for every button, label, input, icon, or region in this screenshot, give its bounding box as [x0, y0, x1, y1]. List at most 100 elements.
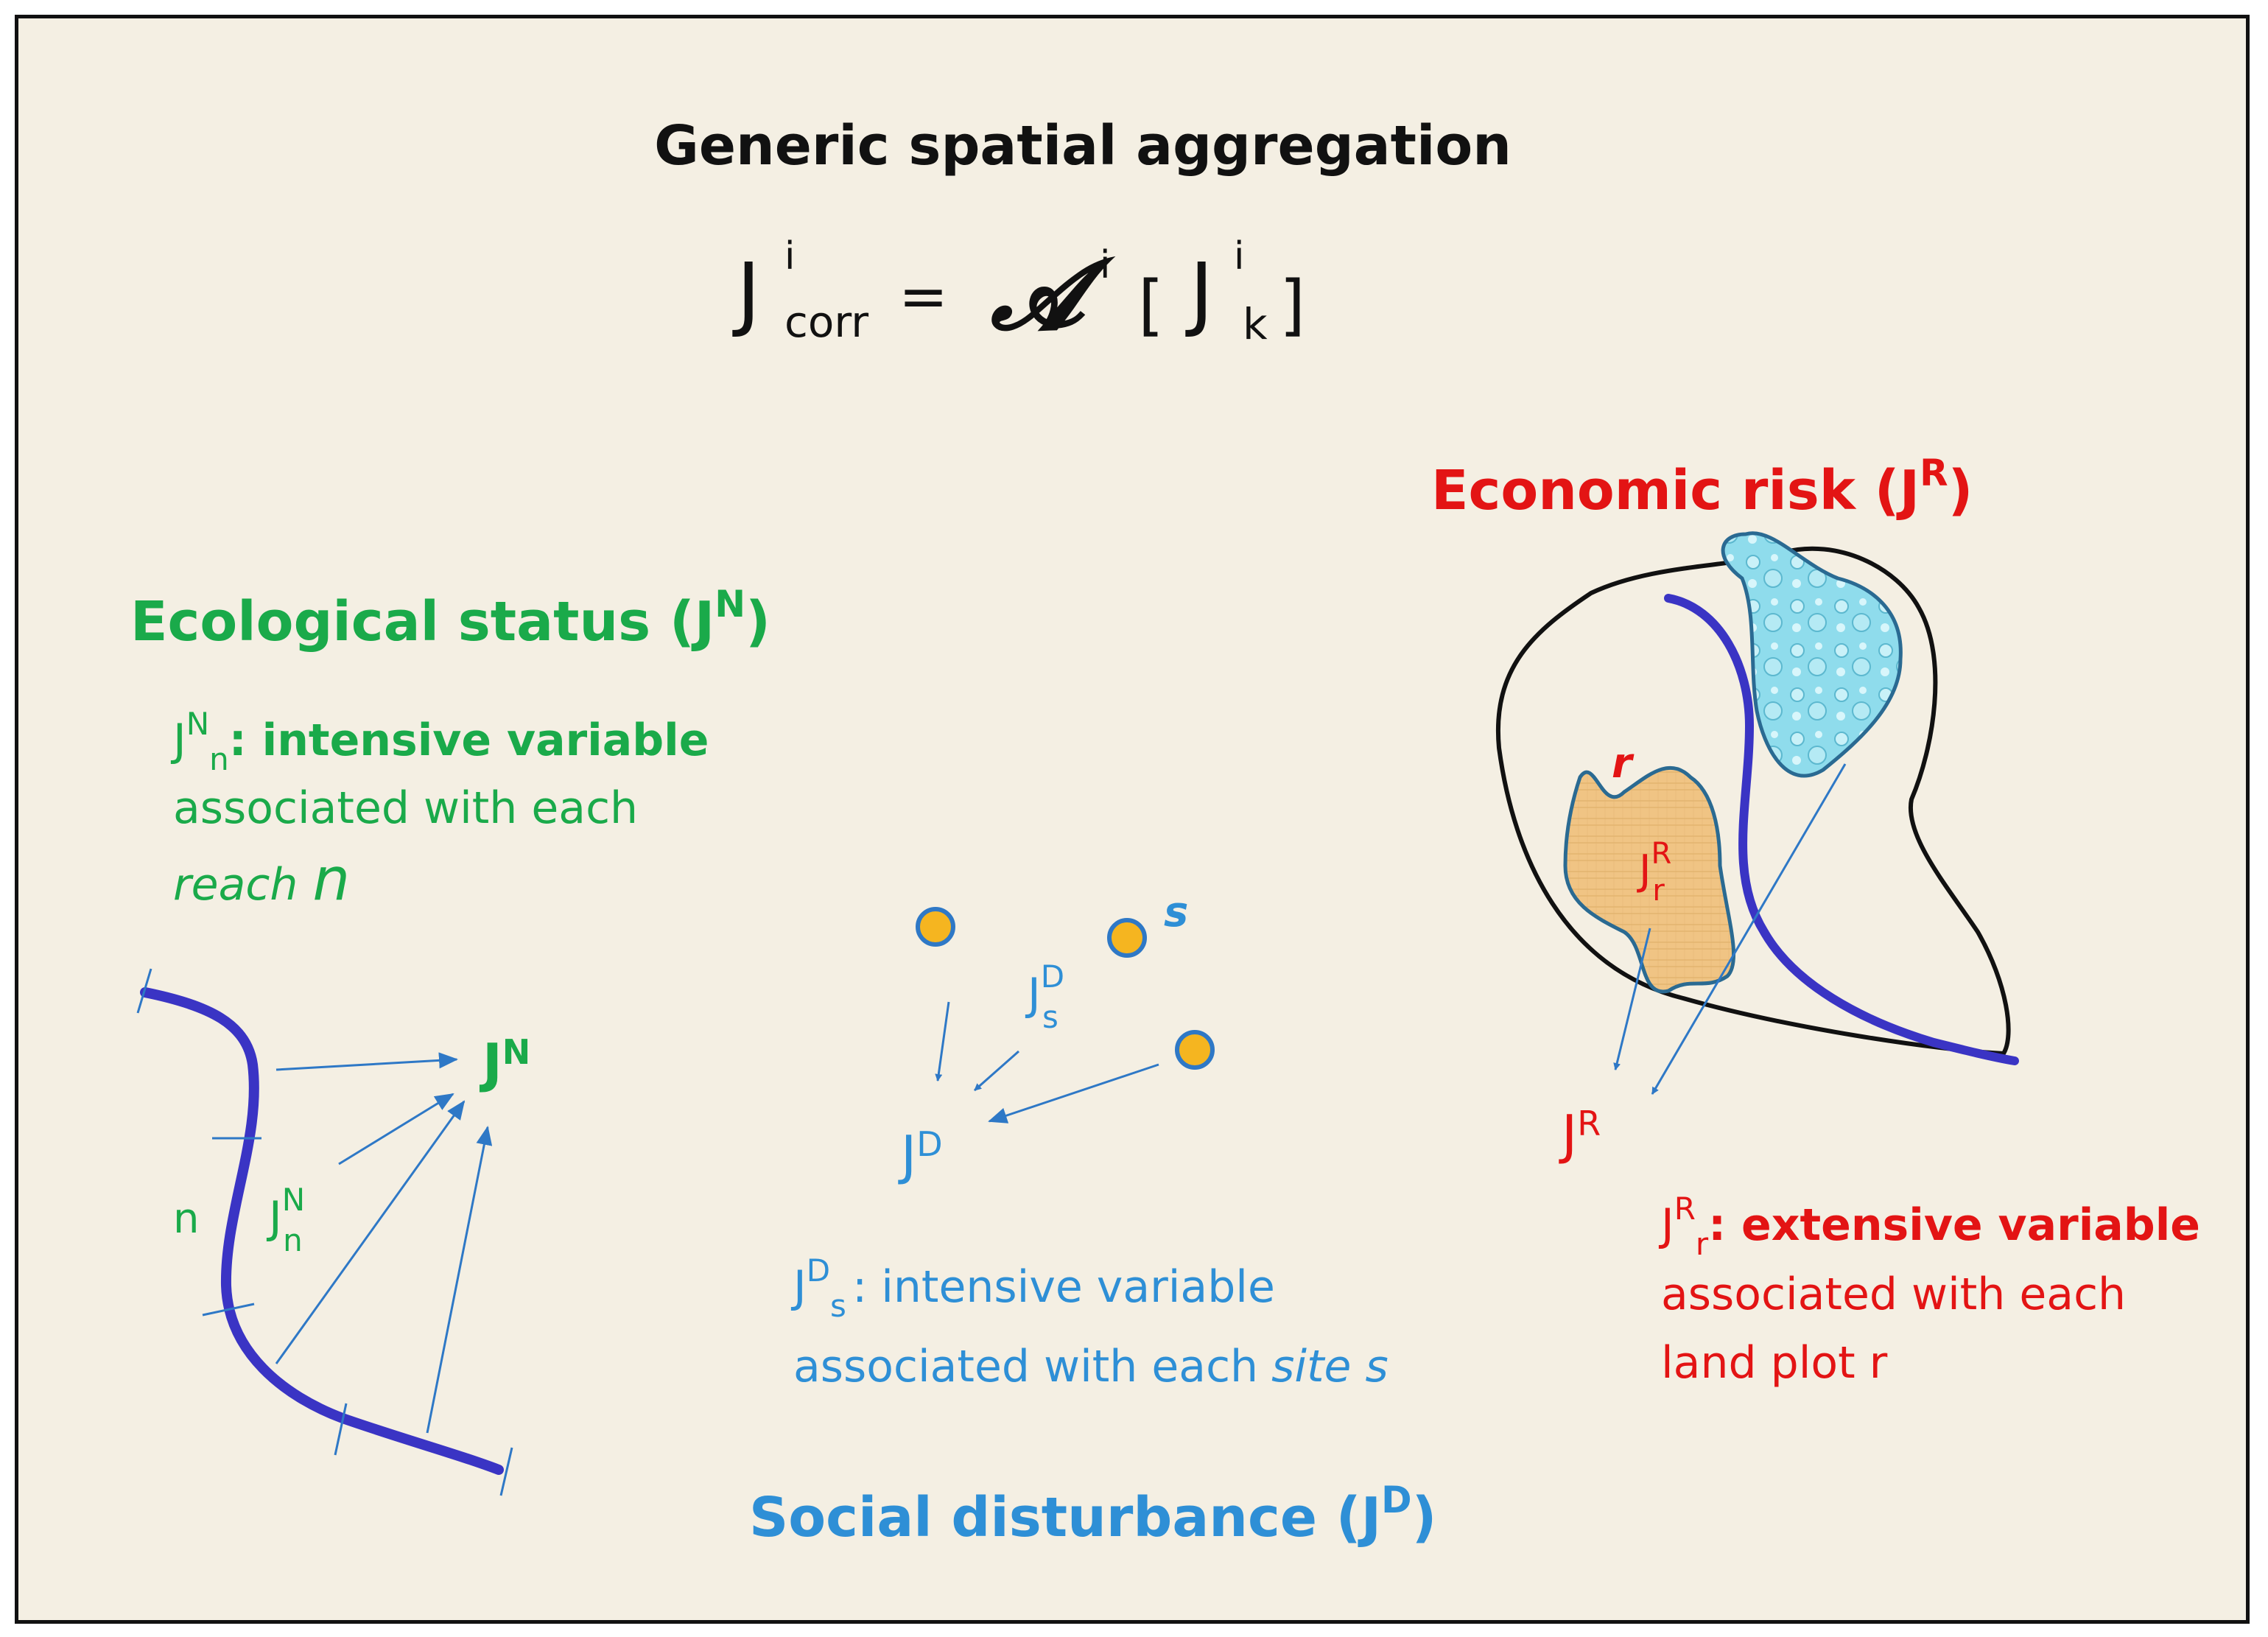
svg-text:JRr: extensive variable: JRr: extensive variable — [1658, 1191, 2200, 1262]
soc-desc-sup: D — [807, 1252, 830, 1289]
formula-arg-sup: i — [1234, 234, 1244, 278]
svg-text:JDs: intensive variable: JDs: intensive variable — [790, 1252, 1275, 1324]
reach-boundary-tick — [136, 968, 152, 1014]
svg-text:J: J — [732, 245, 760, 340]
ecological-heading-text: Ecological status (J — [130, 590, 715, 653]
eco-r-desc-sub: r — [1696, 1226, 1709, 1262]
jn-sup: N — [282, 1182, 305, 1218]
jr-sup: R — [1651, 837, 1672, 871]
aggregation-arrow — [426, 1126, 493, 1434]
formula-arg-sub: k — [1243, 299, 1268, 349]
eco-desc-line1: : intensive variable — [229, 715, 709, 766]
formula-lhs-sub: corr — [784, 297, 868, 347]
eco-desc-reach: reach — [173, 859, 298, 911]
eco-desc-sup: N — [186, 706, 209, 742]
js-sub: s — [1042, 999, 1058, 1035]
svg-text:JNn: intensive variable: JNn: intensive variable — [170, 706, 709, 777]
soc-desc-base: J — [790, 1261, 807, 1313]
svg-text:JN: JN — [479, 1032, 530, 1094]
economic-heading-sup: R — [1920, 452, 1948, 494]
diagram-canvas: Generic spatial aggregation J i corr = 𝓐… — [130, 114, 2200, 1549]
economic-risk-heading: Economic risk (JR) — [1431, 452, 1973, 522]
js-sup: D — [1041, 958, 1064, 995]
soc-desc-line1: : intensive variable — [852, 1261, 1275, 1313]
eco-r-desc-sup: R — [1674, 1191, 1696, 1227]
reach-boundary-tick — [499, 1447, 513, 1496]
jn-target-sup: N — [502, 1032, 531, 1072]
eco-r-desc-line1: : extensive variable — [1708, 1199, 2200, 1251]
svg-text:JDs: JDs — [1025, 958, 1064, 1035]
jr-base: J — [1637, 846, 1651, 894]
plot-label-r: r — [1612, 740, 1635, 788]
eco-desc-line2: associated with each — [173, 782, 638, 834]
site-arrow — [988, 1063, 1159, 1124]
social-disturbance-heading: Social disturbance (JD) — [749, 1479, 1436, 1549]
svg-text:Ecological status (JN): Ecological status (JN) — [130, 583, 770, 653]
water-body — [1721, 531, 1903, 778]
js-base: J — [1025, 969, 1041, 1020]
site-marker — [916, 907, 955, 947]
svg-text:Social disturbance (JD): Social disturbance (JD) — [749, 1479, 1436, 1549]
soc-desc-sub: s — [830, 1288, 846, 1324]
ecological-heading-sup: N — [715, 583, 745, 625]
diagram-frame: Generic spatial aggregation J i corr = 𝓐… — [15, 15, 2250, 1624]
social-description: JDs: intensive variable associated with … — [790, 1252, 1388, 1392]
land-plot — [1563, 765, 1736, 994]
ecological-heading-close: ) — [745, 590, 770, 653]
jr-target-sup: R — [1577, 1104, 1601, 1143]
eco-r-desc-base: J — [1658, 1199, 1674, 1251]
eco-desc-base: J — [170, 715, 186, 766]
jr-sub: r — [1652, 874, 1665, 908]
ecological-status-heading: Ecological status (JN) — [130, 583, 770, 653]
site-marker — [1107, 918, 1147, 958]
social-heading-sup: D — [1381, 1479, 1412, 1521]
diagram-title: Generic spatial aggregation — [654, 114, 1512, 178]
formula-lhs-sup: i — [784, 234, 795, 278]
aggregation-arrow — [275, 1052, 458, 1071]
social-heading-text: Social disturbance (J — [749, 1486, 1381, 1549]
reach-boundary-tick — [202, 1303, 255, 1317]
site-arrow — [974, 1050, 1019, 1092]
jn-sub: n — [283, 1222, 303, 1258]
eco-r-desc-line2: associated with each — [1661, 1269, 2126, 1320]
svg-text:JD: JD — [898, 1124, 943, 1186]
soc-desc-line2: associated with each — [793, 1341, 1258, 1392]
ecological-description: JNn: intensive variable associated with … — [170, 706, 709, 914]
eco-desc-reach-n: n — [312, 845, 350, 914]
aggregation-operator: 𝓐 — [990, 239, 1116, 351]
svg-text:JR: JR — [1559, 1104, 1601, 1165]
aggregation-arrow — [338, 1093, 454, 1165]
soc-desc-site: site s — [1271, 1341, 1388, 1392]
economic-heading-text: Economic risk (J — [1431, 459, 1920, 522]
river-line — [1664, 594, 2019, 1065]
reach-label-n: n — [173, 1195, 200, 1243]
formula-close-bracket: ] — [1279, 267, 1305, 344]
formula-equals: = — [899, 262, 948, 331]
river-reach-line — [140, 987, 504, 1475]
social-heading-close: ) — [1412, 1486, 1437, 1549]
eco-desc-sub: n — [209, 741, 229, 777]
water-arrow — [1651, 763, 1847, 1095]
aggregation-arrow — [275, 1100, 466, 1364]
jn-base: J — [266, 1192, 282, 1244]
formula-op-sup: i — [1100, 243, 1110, 287]
eco-r-desc-line3: land plot r — [1661, 1337, 1888, 1389]
svg-text:JNn: JNn — [266, 1182, 305, 1258]
reach-boundary-tick — [334, 1403, 348, 1456]
plot-arrow — [1613, 928, 1651, 1070]
aggregation-formula: J i corr = 𝓐 i [ J i k ] — [732, 234, 1305, 351]
jn-target-base: J — [479, 1032, 502, 1094]
svg-text:JRr: JRr — [1637, 837, 1671, 908]
economic-heading-close: ) — [1948, 459, 1973, 522]
jr-target-base: J — [1559, 1104, 1577, 1165]
site-marker — [1175, 1030, 1215, 1070]
economic-description: JRr: extensive variable associated with … — [1658, 1191, 2200, 1389]
jd-target-base: J — [898, 1124, 916, 1186]
jd-target-sup: D — [916, 1124, 942, 1164]
site-label-s: s — [1164, 888, 1188, 936]
formula-arg-base: J — [1185, 245, 1213, 340]
